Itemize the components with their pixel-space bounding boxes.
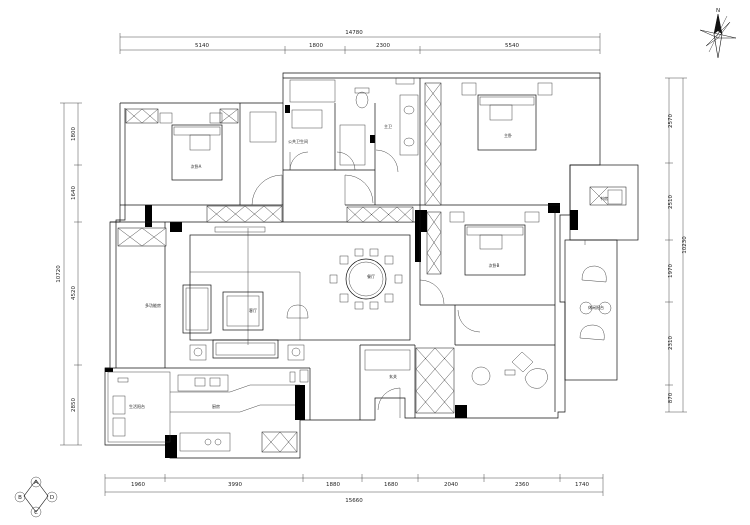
label-kitchen: 厨房 bbox=[212, 403, 220, 409]
foyer-lounge bbox=[364, 189, 623, 389]
kitchen-fixtures bbox=[107, 369, 309, 452]
exterior-walls bbox=[104, 77, 639, 459]
label-kitchen-side: 生活阳台 bbox=[129, 403, 145, 409]
top-dimension-group: 14780 5140 1800 2300 5540 bbox=[119, 30, 601, 54]
right-dimension-group: 10230 2570 2510 1970 2310 870 bbox=[665, 77, 688, 413]
bottom-dim-4: 1680 bbox=[384, 482, 398, 488]
view-legend-icon: A B C D bbox=[14, 476, 58, 518]
label-multi-function: 多功能房 bbox=[145, 302, 161, 308]
label-shared-bath: 公共卫生间 bbox=[288, 138, 308, 144]
bottom-dimension-group: 1960 3990 1880 1680 2040 2360 1740 15660 bbox=[104, 474, 604, 504]
label-master-bath: 主卫 bbox=[384, 123, 392, 129]
coffee-table bbox=[222, 291, 264, 331]
left-total-dim: 10720 bbox=[56, 265, 62, 283]
doors bbox=[251, 149, 481, 418]
bed-master-frame bbox=[477, 94, 537, 151]
beds bbox=[159, 82, 553, 276]
bottom-dim-3: 1880 bbox=[326, 482, 340, 488]
label-living: 客厅 bbox=[249, 307, 257, 313]
top-dim-4: 5540 bbox=[505, 43, 519, 49]
right-dim-5: 870 bbox=[668, 392, 674, 403]
sofa-side bbox=[182, 284, 212, 334]
left-dimension-group: 10720 1800 1640 4520 2850 bbox=[56, 102, 82, 446]
wardrobes bbox=[117, 82, 627, 453]
interior-partitions bbox=[105, 72, 601, 420]
room-labels: 次卧A 公共卫生间 主卫 主卧 书房 次卧B 客厅 餐厅 多功能房 生活阳台 厨… bbox=[129, 123, 608, 409]
bottom-dim-5: 2040 bbox=[444, 482, 458, 488]
compass-n-label: N bbox=[716, 8, 720, 14]
bed-b-frame bbox=[464, 224, 526, 276]
top-dim-1: 5140 bbox=[195, 43, 209, 49]
balcony-outline bbox=[564, 239, 618, 381]
right-total-dim: 10230 bbox=[682, 236, 688, 254]
bottom-dim-7: 1740 bbox=[575, 482, 589, 488]
left-dim-4: 2850 bbox=[71, 398, 77, 412]
label-bedroom-b: 次卧B bbox=[489, 262, 500, 268]
bathroom-fixtures bbox=[249, 77, 419, 166]
label-balcony: 休闲阳台 bbox=[588, 304, 604, 310]
sofa-main bbox=[212, 339, 279, 359]
right-dim-2: 2510 bbox=[668, 195, 674, 209]
right-dim-1: 2570 bbox=[668, 114, 674, 128]
right-dim-4: 2310 bbox=[668, 336, 674, 350]
bottom-dim-2: 3990 bbox=[228, 482, 242, 488]
label-dining: 餐厅 bbox=[367, 273, 375, 279]
dining-table bbox=[345, 258, 387, 300]
top-dim-3: 2300 bbox=[376, 43, 390, 49]
legend-b: B bbox=[18, 495, 22, 501]
bottom-dim-1: 1960 bbox=[131, 482, 145, 488]
right-dim-3: 1970 bbox=[668, 264, 674, 278]
solid-walls bbox=[105, 105, 578, 458]
living-furniture bbox=[182, 226, 411, 361]
label-bedroom-left: 次卧A bbox=[191, 163, 202, 169]
label-study: 书房 bbox=[600, 195, 608, 201]
bed-left-frame bbox=[171, 124, 223, 181]
left-dim-2: 1640 bbox=[71, 186, 77, 200]
legend-a: A bbox=[34, 480, 38, 486]
left-dim-1: 1800 bbox=[71, 127, 77, 141]
bottom-dim-6: 2360 bbox=[515, 482, 529, 488]
label-foyer: 玄关 bbox=[389, 373, 397, 379]
top-dim-2: 1800 bbox=[309, 43, 323, 49]
label-master-bedroom: 主卧 bbox=[504, 132, 512, 138]
left-dim-3: 4520 bbox=[71, 286, 77, 300]
bottom-total-dim: 15660 bbox=[345, 498, 363, 504]
north-compass-icon: N bbox=[699, 8, 737, 59]
top-total-dim: 14780 bbox=[345, 30, 363, 36]
legend-d: D bbox=[50, 495, 54, 501]
legend-c: C bbox=[34, 510, 38, 516]
